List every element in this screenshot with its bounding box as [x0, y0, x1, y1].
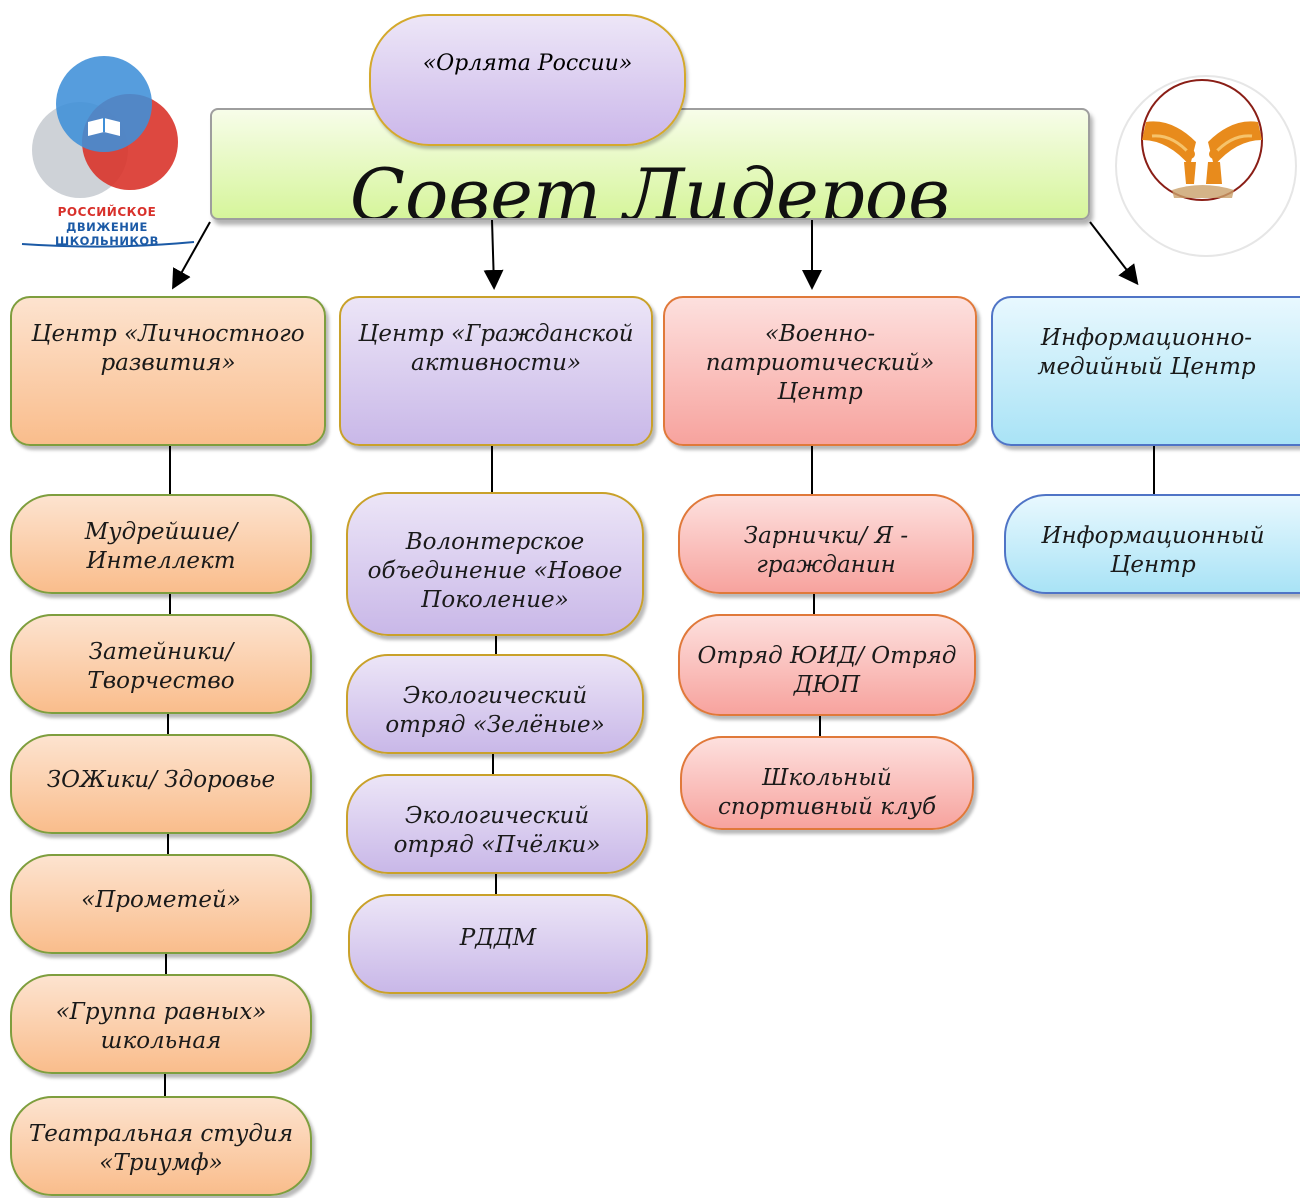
child-label: Отряд ЮИД/ Отряд ДЮП — [697, 643, 957, 698]
child-label: Волонтерское объединение «Новое Поколени… — [367, 529, 623, 613]
child-node: Отряд ЮИД/ Отряд ДЮП — [678, 614, 976, 716]
child-node: Затейники/ Творчество — [10, 614, 312, 714]
child-node: ЗОЖики/ Здоровье — [10, 734, 312, 834]
rdsh-emblem-icon — [32, 56, 178, 198]
child-label: «Группа равных» школьная — [55, 999, 267, 1054]
child-label: Затейники/ Творчество — [87, 639, 235, 694]
child-node: Мудрейшие/ Интеллект — [10, 494, 312, 594]
center-information-media: Информационно-медийный Центр — [991, 296, 1300, 446]
child-label: Школьный спортивный клуб — [717, 765, 937, 820]
center-civic-activity: Центр «Гражданской активности» — [339, 296, 653, 446]
arrow-to-center-4 — [1089, 221, 1139, 286]
child-label: ЗОЖики/ Здоровье — [46, 767, 276, 793]
rdsh-underline-icon — [21, 241, 195, 248]
center-label: «Военно-патриотический» Центр — [705, 321, 935, 405]
center-label: Информационно-медийный Центр — [1037, 325, 1256, 380]
child-label: РДДМ — [459, 925, 537, 951]
eagle-children-emblem-icon — [1115, 75, 1297, 257]
arrow-to-center-1 — [172, 221, 211, 290]
rdsh-caption-1: РОССИЙСКОЕ — [57, 205, 157, 219]
child-label: Экологический отряд «Зелёные» — [385, 683, 605, 738]
child-node: Театральная студия «Триумф» — [10, 1096, 312, 1196]
child-node: РДДМ — [348, 894, 648, 994]
child-label: Информационный Центр — [1041, 523, 1265, 578]
child-label: Экологический отряд «Пчёлки» — [393, 803, 601, 858]
child-node: Экологический отряд «Зелёные» — [346, 654, 644, 754]
child-label: Театральная студия «Триумф» — [28, 1121, 294, 1176]
rdsh-caption-2: ДВИЖЕНИЕ ШКОЛЬНИКОВ — [55, 220, 159, 248]
child-node: «Прометей» — [10, 854, 312, 954]
center-label: Центр «Личностного развития» — [31, 321, 305, 376]
orlyata-label: «Орлята России» — [422, 51, 633, 76]
child-label: Мудрейшие/ Интеллект — [84, 519, 238, 574]
orlyata-node: «Орлята России» — [369, 14, 686, 146]
child-node: Экологический отряд «Пчёлки» — [346, 774, 648, 874]
child-label: «Прометей» — [81, 887, 241, 913]
arrow-to-center-2 — [483, 219, 504, 290]
child-node: Волонтерское объединение «Новое Поколени… — [346, 492, 644, 636]
orlyata-logo — [1112, 70, 1300, 262]
rdsh-logo: РОССИЙСКОЕ ДВИЖЕНИЕ ШКОЛЬНИКОВ — [18, 52, 198, 262]
center-military-patriotic: «Военно-патриотический» Центр — [663, 296, 977, 446]
child-node: «Группа равных» школьная — [10, 974, 312, 1074]
child-node: Зарнички/ Я - гражданин — [678, 494, 974, 594]
center-label: Центр «Гражданской активности» — [358, 321, 634, 376]
child-node: Школьный спортивный клуб — [680, 736, 974, 830]
child-node: Информационный Центр — [1004, 494, 1300, 594]
page-title: Совет Лидеров — [349, 153, 951, 220]
center-personal-development: Центр «Личностного развития» — [10, 296, 326, 446]
child-label: Зарнички/ Я - гражданин — [743, 523, 909, 578]
